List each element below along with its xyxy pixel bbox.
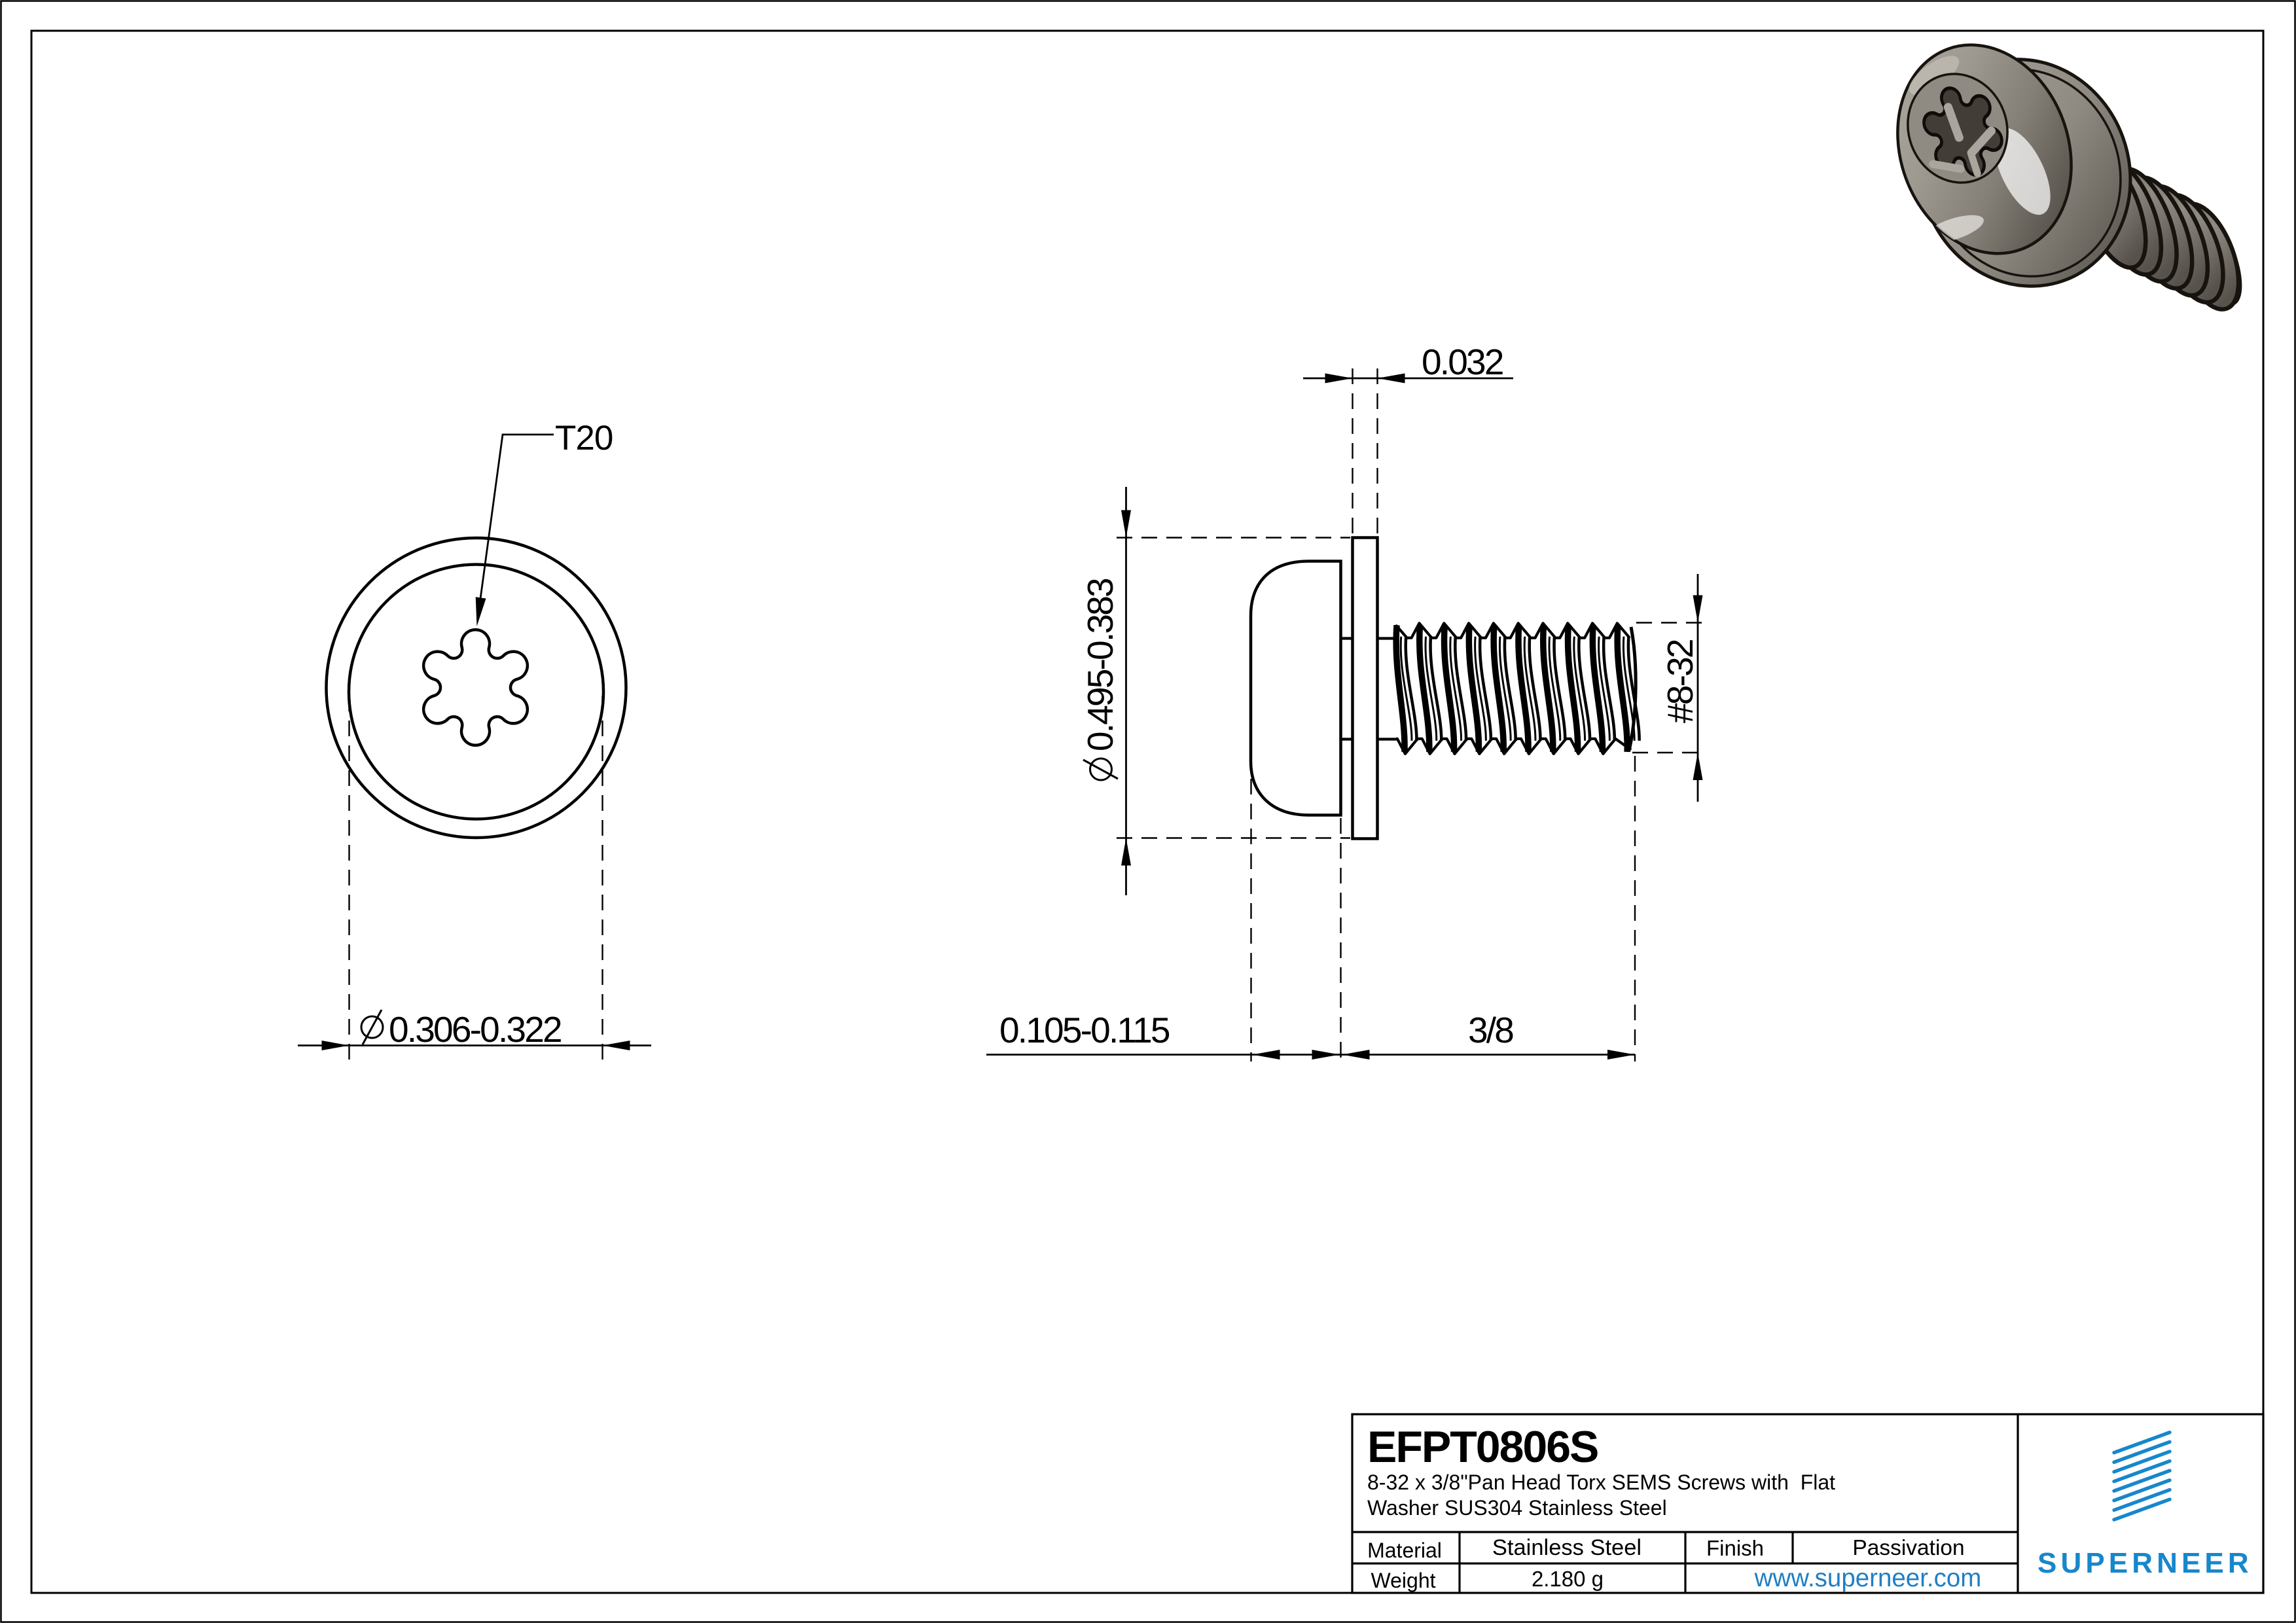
svg-text:Weight: Weight	[1371, 1569, 1435, 1592]
svg-text:0.032: 0.032	[1422, 342, 1503, 382]
svg-text:www.superneer.com: www.superneer.com	[1754, 1564, 1982, 1592]
svg-text:0.306-0.322: 0.306-0.322	[389, 1009, 561, 1050]
svg-text:2.180 g: 2.180 g	[1532, 1567, 1604, 1591]
svg-text:EFPT0806S: EFPT0806S	[1367, 1422, 1598, 1472]
svg-text:Washer SUS304 Stainless Steel: Washer SUS304 Stainless Steel	[1367, 1496, 1667, 1520]
svg-text:SUPERNEER: SUPERNEER	[2037, 1547, 2253, 1579]
svg-text:0.495-0.383: 0.495-0.383	[1080, 579, 1121, 751]
svg-text:#8-32: #8-32	[1660, 640, 1700, 723]
svg-text:Material: Material	[1367, 1539, 1442, 1562]
svg-text:0.105-0.115: 0.105-0.115	[999, 1010, 1170, 1050]
svg-text:Finish: Finish	[1706, 1536, 1764, 1560]
svg-text:T20: T20	[555, 419, 613, 457]
svg-text:3/8: 3/8	[1468, 1010, 1513, 1050]
svg-text:Passivation: Passivation	[1852, 1536, 1964, 1560]
svg-text:Stainless Steel: Stainless Steel	[1492, 1535, 1641, 1560]
svg-text:8-32 x 3/8"Pan Head Torx SEMS: 8-32 x 3/8"Pan Head Torx SEMS Screws wit…	[1367, 1471, 1835, 1494]
